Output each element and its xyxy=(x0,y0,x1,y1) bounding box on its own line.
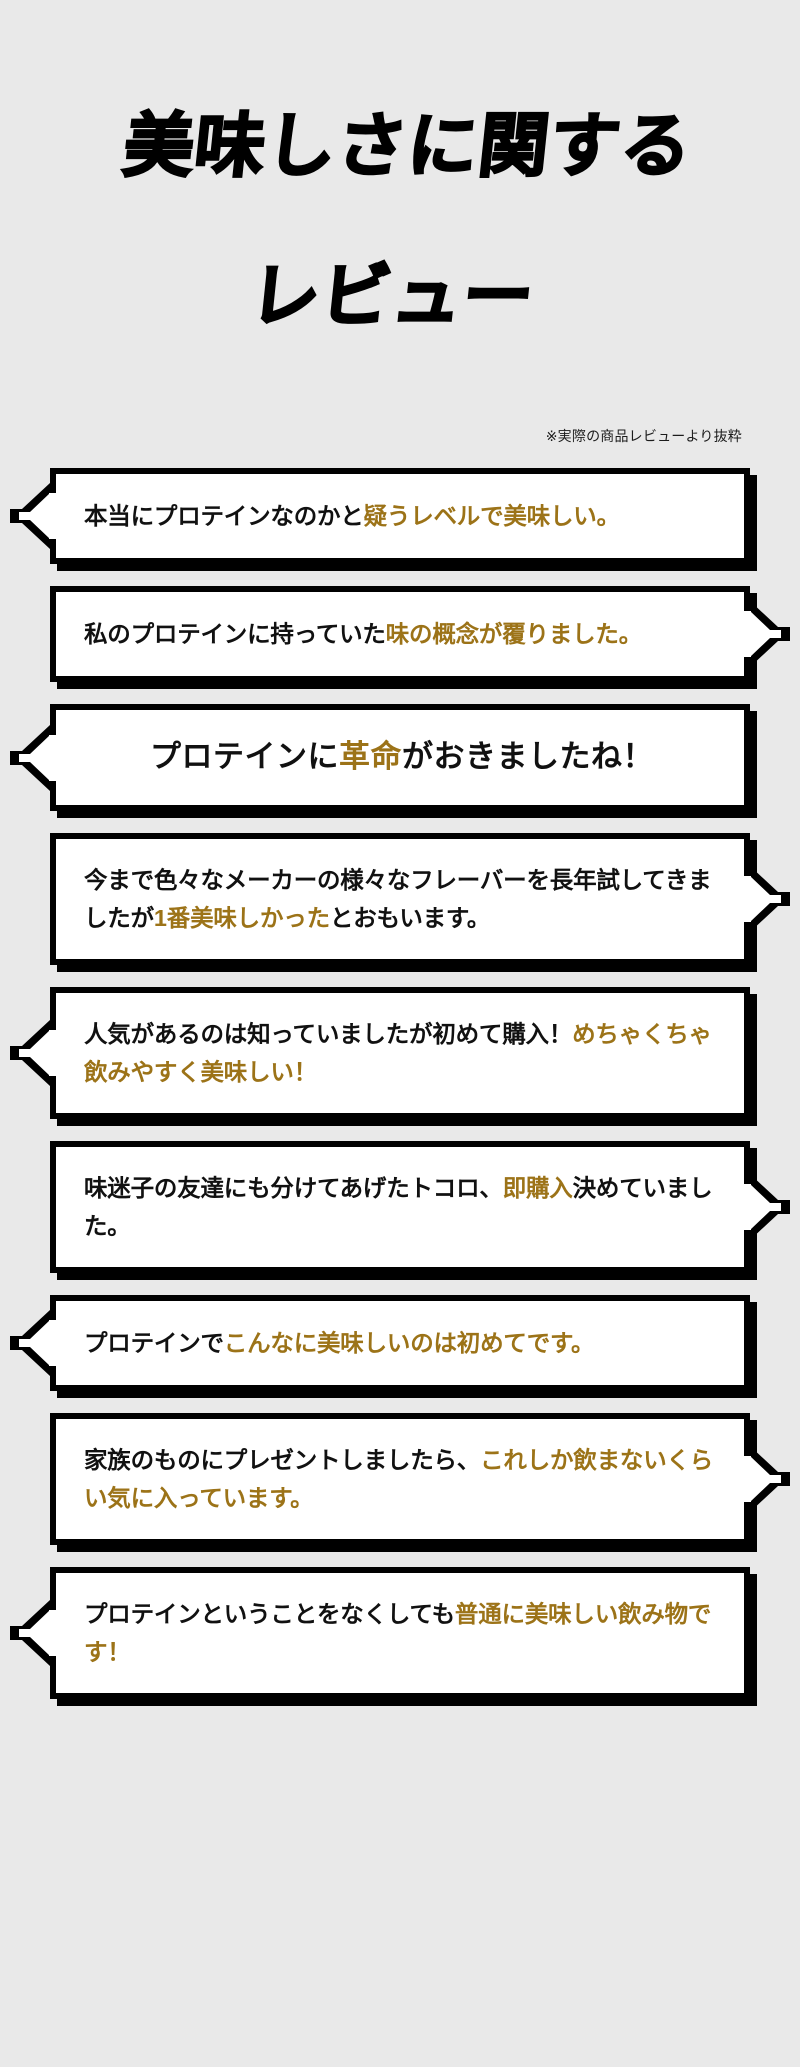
review-text-highlight: 1番美味しかった xyxy=(153,904,330,931)
speech-bubble-tail-right-icon xyxy=(750,1170,790,1244)
review-text-highlight: 革命 xyxy=(339,739,402,775)
review-text: プロテインということをなくしても普通に美味しい飲み物です！ xyxy=(84,1595,720,1671)
review-text-plain: 味迷子の友達にも分けてあげたトコロ、 xyxy=(84,1174,503,1201)
review-text-highlight: こんなに美味しいのは初めてです。 xyxy=(223,1330,595,1357)
review-text-highlight: 味の概念が覆りました。 xyxy=(385,621,643,648)
speech-bubble-tail-left-icon xyxy=(10,1306,50,1380)
speech-bubble-tail-left-icon xyxy=(10,721,50,795)
review-text-highlight: 普通に美味しい飲み物です！ xyxy=(84,1601,712,1666)
tail-seam-mask xyxy=(743,611,751,658)
review-bubble-body: プロテインでこんなに美味しいのは初めてです。 xyxy=(49,1295,750,1392)
review-text-plain: プロテインということをなくしても xyxy=(84,1601,455,1628)
review-text-highlight: これしか飲まないくらい気に入っています。 xyxy=(84,1447,714,1512)
speech-bubble-tail-right-icon xyxy=(750,597,790,671)
review-bubble-7: プロテインでこんなに美味しいのは初めてです。 xyxy=(10,1295,750,1392)
review-bubble-body: 人気があるのは知っていましたが初めて購入！めちゃくちゃ飲みやすく美味しい！ xyxy=(49,986,750,1119)
review-text-plain: 今まで色々なメーカーの様々なフレーバーを長年試してきましたが xyxy=(84,866,712,931)
review-text-plain: 本当にプロテインなのかと xyxy=(84,503,364,530)
review-bubble-body: プロテインに革命がおきましたね！ xyxy=(49,704,750,811)
tail-seam-mask xyxy=(743,1183,751,1230)
review-bubble-body: 私のプロテインに持っていた味の概念が覆りました。 xyxy=(50,586,751,683)
review-text: 本当にプロテインなのかと疑うレベルで美味しい。 xyxy=(84,497,620,535)
review-text: 家族のものにプレゼントしましたら、これしか飲まないくらい気に入っています。 xyxy=(84,1441,720,1517)
page-title: 美味しさに関する レビュー xyxy=(0,34,800,408)
review-text: 私のプロテインに持っていた味の概念が覆りました。 xyxy=(84,615,642,653)
tail-seam-mask xyxy=(49,493,57,540)
page-title-line-2: レビュー xyxy=(245,255,540,336)
speech-bubble-tail-right-icon xyxy=(750,862,790,936)
review-text: 人気があるのは知っていましたが初めて購入！めちゃくちゃ飲みやすく美味しい！ xyxy=(84,1015,720,1091)
review-bubble-8: 家族のものにプレゼントしましたら、これしか飲まないくらい気に入っています。 xyxy=(50,1413,790,1546)
review-text-highlight: 疑うレベルで美味しい。 xyxy=(363,503,621,530)
review-text-plain: 決めていました。 xyxy=(84,1174,713,1239)
review-text-plain: とおもいます。 xyxy=(329,904,491,931)
speech-bubble-tail-left-icon xyxy=(10,1596,50,1670)
review-text-plain: プロテインに xyxy=(150,739,339,775)
tail-seam-mask xyxy=(743,1456,751,1503)
review-text-plain: がおきましたね！ xyxy=(402,739,654,775)
speech-bubble-tail-right-icon xyxy=(750,1442,790,1516)
tail-seam-mask xyxy=(49,1029,57,1076)
review-bubble-5: 人気があるのは知っていましたが初めて購入！めちゃくちゃ飲みやすく美味しい！ xyxy=(10,986,750,1119)
review-text: 味迷子の友達にも分けてあげたトコロ、即購入決めていました。 xyxy=(84,1169,720,1245)
tail-seam-mask xyxy=(49,1610,57,1657)
review-bubble-list: 本当にプロテインなのかと疑うレベルで美味しい。私のプロテインに持っていた味の概念… xyxy=(0,468,800,1761)
page-title-line-1: 美味しさに関する xyxy=(119,106,698,187)
speech-bubble-tail-left-icon xyxy=(10,1016,50,1090)
review-bubble-6: 味迷子の友達にも分けてあげたトコロ、即購入決めていました。 xyxy=(50,1140,790,1274)
tail-seam-mask xyxy=(743,875,751,922)
review-text-plain: プロテインで xyxy=(84,1330,224,1357)
tail-seam-mask xyxy=(49,734,57,781)
review-text-plain: 私のプロテインに持っていた xyxy=(84,621,386,648)
review-text-plain: 家族のものにプレゼントしましたら、 xyxy=(84,1447,481,1474)
review-bubble-4: 今まで色々なメーカーの様々なフレーバーを長年試してきましたが1番美味しかったとお… xyxy=(50,832,790,965)
review-text: 今まで色々なメーカーの様々なフレーバーを長年試してきましたが1番美味しかったとお… xyxy=(84,861,720,937)
tail-seam-mask xyxy=(49,1320,57,1367)
review-bubble-body: 本当にプロテインなのかと疑うレベルで美味しい。 xyxy=(49,468,750,565)
review-bubble-1: 本当にプロテインなのかと疑うレベルで美味しい。 xyxy=(10,468,750,565)
review-text-highlight: 即購入 xyxy=(502,1174,573,1201)
page-header: 美味しさに関する レビュー ※実際の商品レビューより抜粋 xyxy=(0,0,800,446)
review-bubble-3: プロテインに革命がおきましたね！ xyxy=(10,704,750,811)
review-text-plain: 人気があるのは知っていましたが初めて購入！ xyxy=(84,1020,573,1047)
review-bubble-body: 家族のものにプレゼントしましたら、これしか飲まないくらい気に入っています。 xyxy=(50,1413,751,1546)
review-text: プロテインでこんなに美味しいのは初めてです。 xyxy=(84,1324,594,1362)
review-bubble-9: プロテインということをなくしても普通に美味しい飲み物です！ xyxy=(10,1567,750,1700)
review-bubble-body: 今まで色々なメーカーの様々なフレーバーを長年試してきましたが1番美味しかったとお… xyxy=(50,832,751,965)
review-bubble-body: プロテインということをなくしても普通に美味しい飲み物です！ xyxy=(49,1567,750,1700)
review-text: プロテインに革命がおきましたね！ xyxy=(150,732,654,782)
review-bubble-2: 私のプロテインに持っていた味の概念が覆りました。 xyxy=(50,586,790,683)
review-bubble-body: 味迷子の友達にも分けてあげたトコロ、即購入決めていました。 xyxy=(50,1140,751,1274)
review-text-highlight: めちゃくちゃ飲みやすく美味しい！ xyxy=(84,1020,712,1085)
speech-bubble-tail-left-icon xyxy=(10,479,50,553)
page-subtitle: ※実際の商品レビューより抜粋 xyxy=(545,428,742,445)
